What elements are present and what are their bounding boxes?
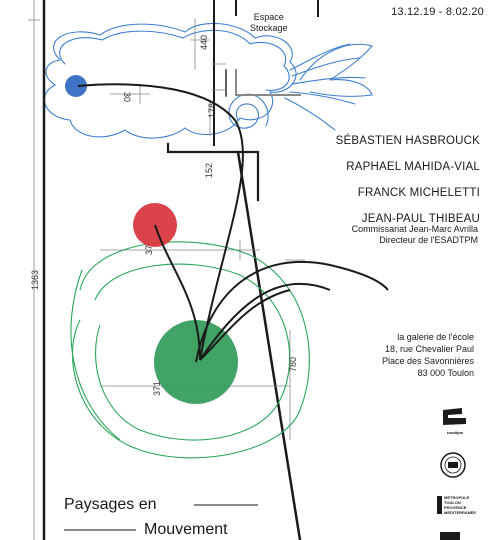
dim-37: 37 <box>144 245 154 255</box>
esadtpm-logo: ésadtpm <box>440 406 470 436</box>
green-scribble <box>70 241 310 459</box>
artist-name: RAPHAEL MAHIDA-VIAL <box>346 161 480 173</box>
artist-list: SÉBASTIEN HASBROUCK RAPHAEL MAHIDA-VIAL … <box>336 128 480 232</box>
address-line: 83 000 Toulon <box>417 368 474 378</box>
metropole-line: MÉTROPOLE <box>444 495 470 500</box>
dim-178: 178 <box>207 103 217 118</box>
curator-credits: Commissariat Jean-Marc Avrilla Directeur… <box>352 224 478 246</box>
esadtpm-logo-text: ésadtpm <box>446 430 464 435</box>
address-line: 18, rue Chevalier Paul <box>384 344 474 354</box>
dim-371: 371 <box>152 381 162 396</box>
space-label: Espace Stockage <box>250 12 288 34</box>
ink-trajectories <box>77 83 389 363</box>
dim-30: 30 <box>122 92 132 102</box>
metropole-line: MÉDITERRANÉE <box>444 510 477 515</box>
blue-cloud-scribble <box>43 22 373 139</box>
blue-dot <box>65 75 87 97</box>
dim-152: 152 <box>204 163 214 178</box>
dimension-lines <box>28 0 305 540</box>
dim-1363: 1363 <box>30 270 40 290</box>
dimension-labels: 440 30 178 152 1363 37 780 371 <box>30 35 298 396</box>
dim-440: 440 <box>199 35 209 50</box>
exhibition-title-line2: Mouvement <box>144 521 228 538</box>
exhibition-dates: 13.12.19 - 8.02.20 <box>391 6 484 18</box>
artist-name: JEAN-PAUL THIBEAU <box>361 213 480 225</box>
address-line: la galerie de l'école <box>397 332 474 342</box>
address-line: Place des Savonnières <box>381 356 474 366</box>
dim-780: 780 <box>288 357 298 372</box>
seal-logo <box>440 452 466 478</box>
metropole-logo-text: MÉTROPOLE TOULON PROVENCE MÉDITERRANÉE <box>444 495 476 515</box>
wall-lines <box>42 0 319 540</box>
seal-logo-mark <box>440 452 466 478</box>
esadtpm-logo-mark <box>443 408 466 425</box>
venue-address: la galerie de l'école 18, rue Chevalier … <box>382 331 474 379</box>
metropole-logo: MÉTROPOLE TOULON PROVENCE MÉDITERRANÉE <box>436 494 476 520</box>
metropole-line: PROVENCE <box>444 505 467 510</box>
space-label-line1: Espace <box>253 12 284 22</box>
space-label-line2: Stockage <box>250 23 288 33</box>
exhibition-title-line1: Paysages en <box>64 496 157 513</box>
metropole-logo-mark <box>437 496 442 514</box>
artist-name: SÉBASTIEN HASBROUCK <box>335 135 480 147</box>
curator-role: Directeur de l'ESADTPM <box>379 235 478 245</box>
partial-logo <box>440 532 460 540</box>
metropole-line: TOULON <box>444 500 461 505</box>
artist-name: FRANCK MICHELETTI <box>357 187 480 199</box>
curator-line: Commissariat Jean-Marc Avrilla <box>351 224 478 234</box>
